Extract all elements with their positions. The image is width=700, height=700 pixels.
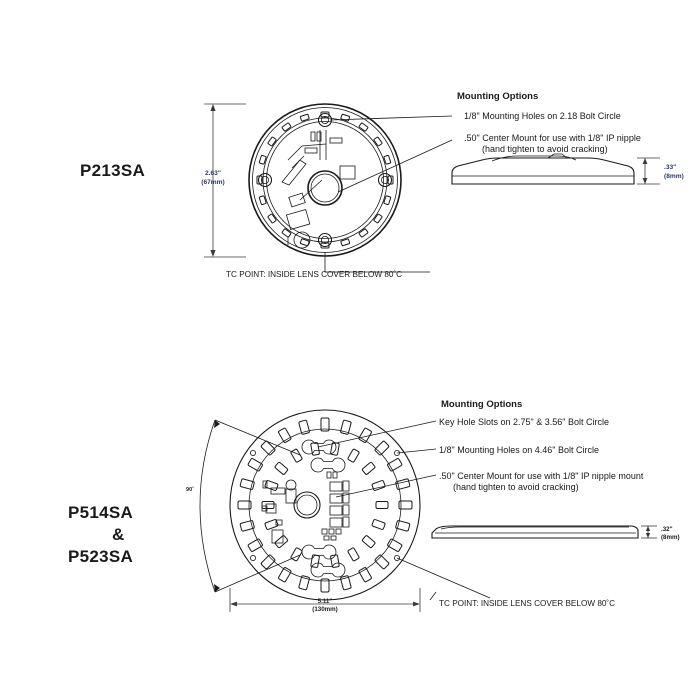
callout-bolt-circle-p514sa: 1/8" Mounting Holes on 4.46" Bolt Circle [439, 445, 599, 455]
led-pad-ring-p213sa [256, 111, 394, 249]
side-view-p514sa: .32" (8mm) [431, 525, 680, 541]
thickness-dimension-p514sa: .32" (8mm) [641, 525, 680, 541]
angle-value-p514sa: 90˚ [186, 486, 194, 493]
module-label-p514sa: P514SA [68, 503, 133, 522]
led-pad-outer-ring-p514sa [237, 417, 413, 593]
diameter-dimension-p514sa: 5.11" (130mm) [229, 588, 421, 613]
leader-lines-p514sa [317, 420, 491, 601]
callout-center-mount-p514sa: .50" Center Mount for use with 1/8" IP n… [439, 471, 644, 481]
diameter-value-p514sa: 5.11" [318, 598, 333, 605]
mounting-options-header-p213sa: Mounting Options [457, 91, 538, 102]
center-mount-hole-p514sa [293, 491, 321, 519]
angle-dimension-p514sa: 90˚ [186, 419, 301, 593]
module-p514sa-p523sa: P514SA & P523SA 90˚ [68, 399, 680, 613]
callout-center-mount-note-p514sa: (hand tighten to avoid cracking) [453, 482, 579, 492]
tc-point-note-p514sa: TC POINT: INSIDE LENS COVER BELOW 80˚C [439, 598, 615, 608]
mounting-options-p213sa: Mounting Options 1/8" Mounting Holes on … [457, 91, 641, 154]
module-label-ampersand: & [112, 525, 125, 544]
callout-center-mount-note-p213sa: (hand tighten to avoid cracking) [482, 144, 608, 154]
module-p213sa: P213SA 2.63" (67mm) [80, 91, 684, 279]
diameter-dimension-p213sa: 2.63" (67mm) [201, 103, 246, 258]
diameter-value-p213sa: 2.63" [205, 170, 221, 177]
pcb-components-p514sa [261, 471, 350, 544]
diameter-value-mm-p514sa: (130mm) [312, 606, 337, 613]
side-view-p213sa: .33" (8mm) [451, 153, 684, 185]
keyhole-slots-p514sa [301, 439, 346, 578]
module-label-p523sa: P523SA [68, 547, 133, 566]
module-label-p213sa: P213SA [80, 161, 145, 180]
thickness-value-mm-p213sa: (8mm) [664, 173, 684, 180]
thickness-value-p514sa: .32" [661, 526, 673, 533]
callout-keyhole-slots-p514sa: Key Hole Slots on 2.75" & 3.56" Bolt Cir… [439, 417, 609, 427]
pcb-components-p213sa [281, 130, 356, 249]
leader-lines-p213sa [324, 115, 453, 273]
tc-point-note-p213sa: TC POINT: INSIDE LENS COVER BELOW 80˚C [226, 269, 402, 279]
thickness-dimension-p213sa: .33" (8mm) [637, 157, 684, 185]
plan-view-p514sa [229, 409, 491, 601]
diameter-value-mm-p213sa: (67mm) [201, 179, 224, 186]
mounting-holes-p213sa [257, 112, 393, 248]
mounting-options-header-p514sa: Mounting Options [441, 399, 522, 410]
callout-bolt-circle-p213sa: 1/8" Mounting Holes on 2.18 Bolt Circle [464, 111, 621, 121]
mounting-options-p514sa: Mounting Options Key Hole Slots on 2.75"… [439, 399, 644, 492]
mounting-holes-p514sa [249, 449, 400, 562]
center-mount-hole-p213sa [307, 170, 343, 206]
callout-center-mount-p213sa: .50" Center Mount for use with 1/8" IP n… [464, 133, 641, 143]
thickness-value-p213sa: .33" [664, 164, 676, 171]
thickness-value-mm-p514sa: (8mm) [661, 534, 680, 541]
plan-view-p213sa [248, 103, 453, 273]
